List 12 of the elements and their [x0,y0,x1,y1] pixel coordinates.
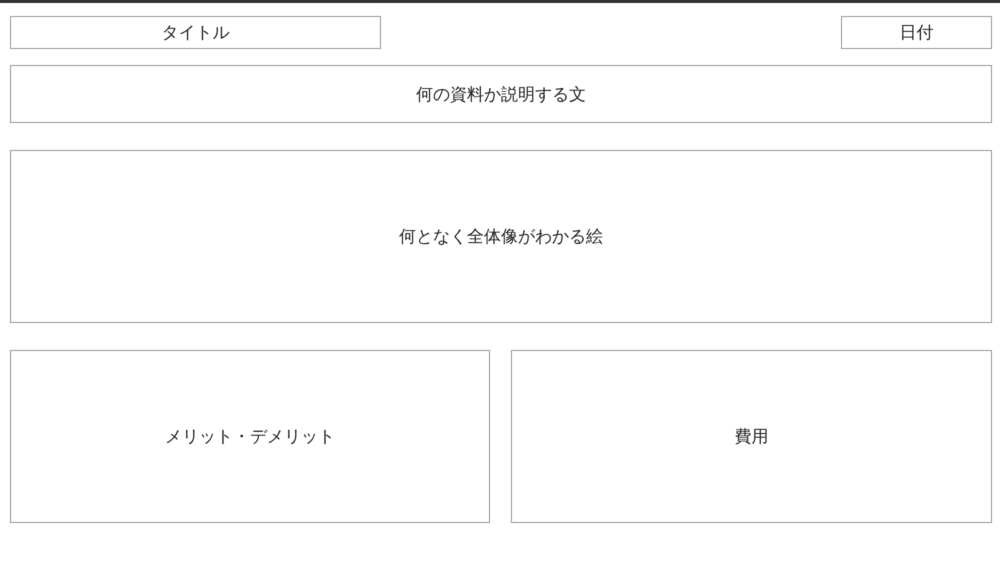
placeholder-text: 何となく全体像がわかる絵 [399,226,603,248]
title-text: タイトル [162,22,230,44]
title-box [10,16,381,49]
description-box [10,65,992,123]
placeholder-text: 費用 [734,426,768,448]
date-text: 日付 [900,22,934,44]
pros-cons-box [10,350,490,523]
cost-box [511,350,992,523]
description-text: 何の資料か説明する文 [416,84,586,106]
overview-image-box [10,150,992,323]
placeholder-text: メリット・デメリット [165,426,335,448]
date-box [841,16,992,49]
